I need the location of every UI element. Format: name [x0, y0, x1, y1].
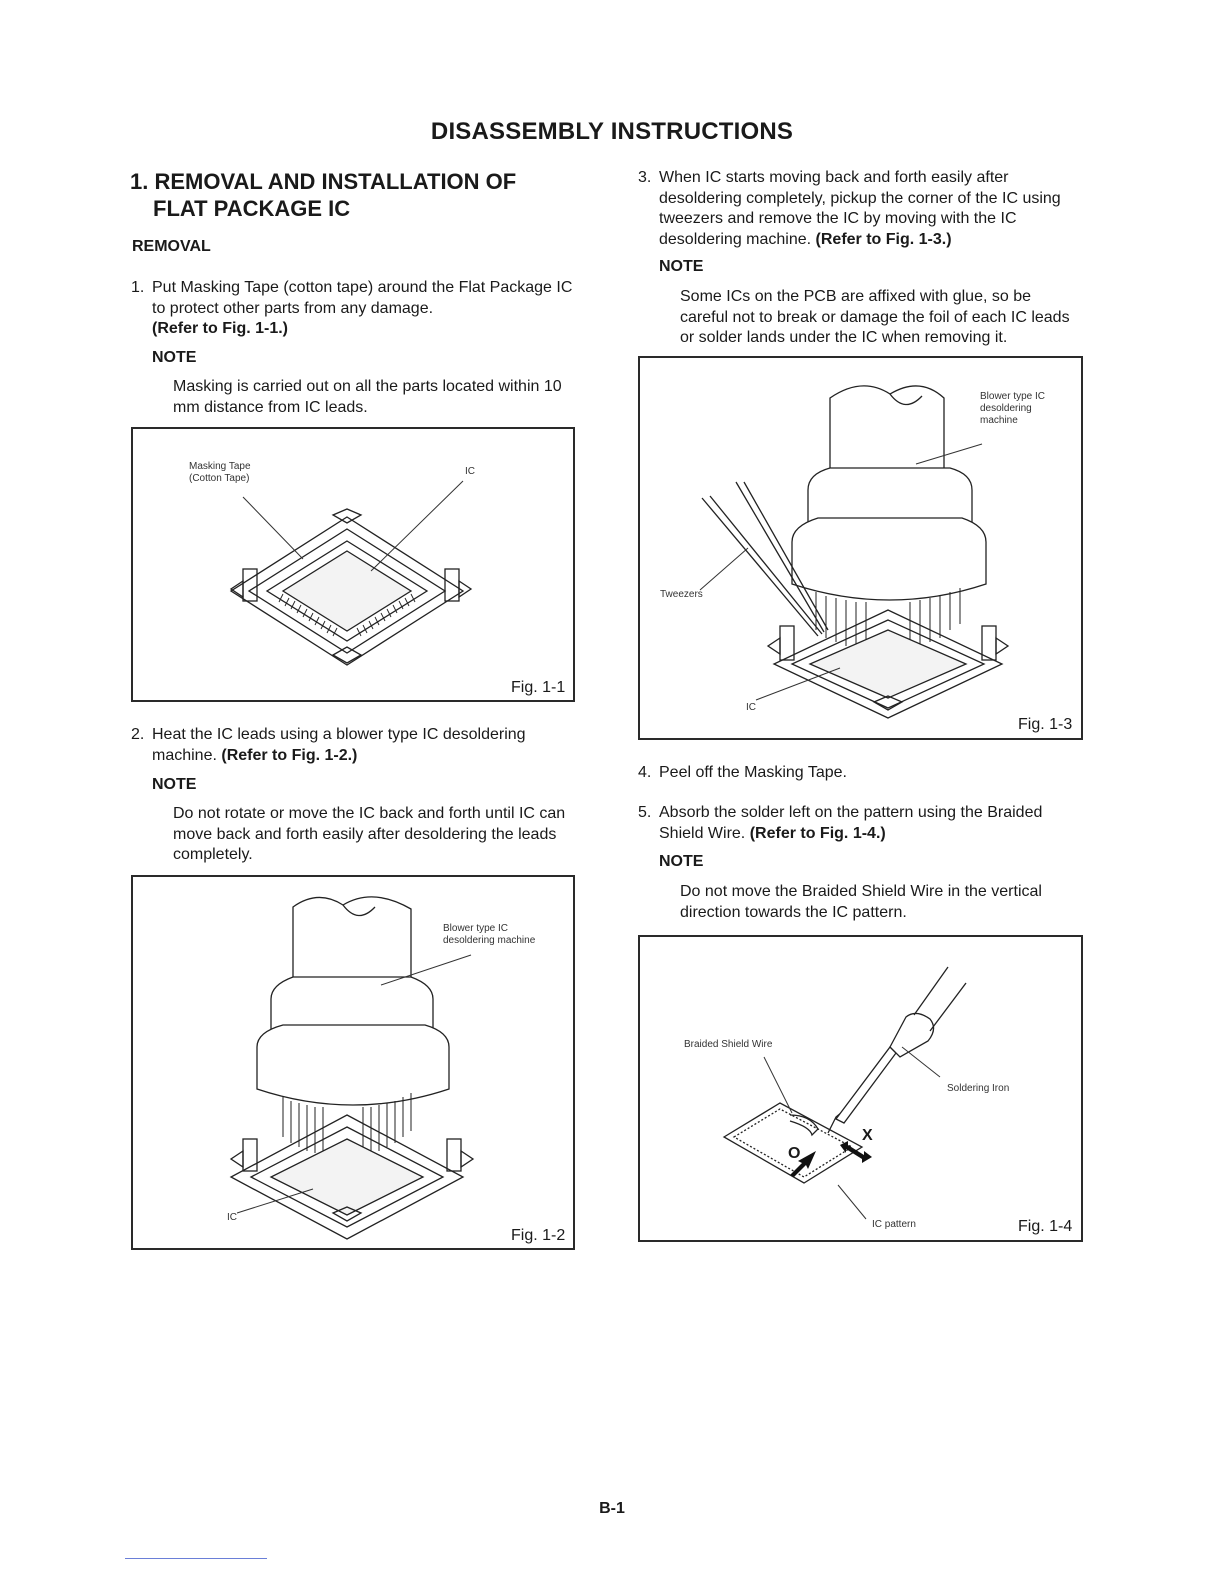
page-number: B-1 — [599, 1500, 625, 1517]
figure-label: Fig. 1-1 — [511, 679, 566, 696]
blower-desoldering-illustration — [229, 896, 475, 1240]
step-3: 3. When IC starts moving back and forth … — [638, 168, 1088, 250]
figure-label: Fig. 1-3 — [1018, 716, 1073, 733]
section-heading-line1: 1. REMOVAL AND INSTALLATION OF — [130, 169, 517, 194]
removal-subheading: REMOVAL — [132, 238, 211, 255]
ok-mark: O — [788, 1145, 801, 1162]
note-label: NOTE — [659, 258, 704, 275]
callout-blower: Blower type IC desoldering machine — [443, 923, 536, 946]
step-text: Put Masking Tape (cotton tape) around th… — [152, 279, 573, 317]
step-number: 4. — [638, 764, 652, 781]
step-number: 5. — [638, 804, 652, 821]
figure-label: Fig. 1-2 — [511, 1227, 566, 1244]
callout-masking-tape: Masking Tape (Cotton Tape) — [189, 461, 251, 484]
step-2: 2. Heat the IC leads using a blower type… — [131, 725, 571, 766]
callout-ic-pattern: IC pattern — [872, 1219, 916, 1230]
figure-1-4: Braided Shield Wire Soldering Iron IC pa… — [638, 935, 1083, 1242]
note-text: Masking is carried out on all the parts … — [173, 378, 562, 416]
note-text: Some ICs on the PCB are affixed with glu… — [680, 288, 1070, 346]
callout-blower: Blower type IC desoldering machine — [980, 391, 1046, 426]
section-heading: 1. REMOVAL AND INSTALLATION OF FLAT PACK… — [130, 168, 516, 222]
step-5: 5. Absorb the solder left on the pattern… — [638, 803, 1088, 844]
note-label: NOTE — [152, 776, 197, 793]
masking-tape-illustration — [229, 480, 473, 666]
braided-wire-illustration — [722, 966, 967, 1220]
callout-braided-wire: Braided Shield Wire — [684, 1039, 773, 1050]
callout-soldering-iron: Soldering Iron — [947, 1083, 1010, 1094]
callout-ic: IC — [746, 702, 756, 713]
callout-tweezers: Tweezers — [660, 589, 703, 600]
callout-ic: IC — [465, 466, 475, 477]
note-label: NOTE — [659, 853, 704, 870]
note-text: Do not rotate or move the IC back and fo… — [173, 805, 566, 863]
note-text: Do not move the Braided Shield Wire in t… — [680, 883, 1042, 921]
step-1: 1. Put Masking Tape (cotton tape) around… — [131, 278, 581, 340]
step-text: When IC starts moving back and forth eas… — [659, 169, 1061, 248]
footer-rule — [125, 1558, 267, 1559]
figure-label: Fig. 1-4 — [1018, 1218, 1073, 1235]
step-text: Heat the IC leads using a blower type IC… — [152, 726, 526, 764]
figure-1-2: Blower type IC desoldering machine IC Fi… — [131, 875, 575, 1250]
figure-reference: (Refer to Fig. 1-4.) — [749, 824, 886, 842]
tweezers-removal-illustration — [699, 385, 1010, 719]
figure-reference: (Refer to Fig. 1-1.) — [152, 320, 289, 337]
step-4: 4. Peel off the Masking Tape. — [638, 763, 1088, 784]
step-text: Absorb the solder left on the pattern us… — [659, 804, 1043, 842]
figure-reference: (Refer to Fig. 1-2.) — [221, 746, 358, 764]
ng-mark: X — [862, 1127, 873, 1144]
step-number: 3. — [638, 169, 652, 186]
step-text: Peel off the Masking Tape. — [659, 764, 847, 781]
note-label: NOTE — [152, 349, 197, 366]
page-title: DISASSEMBLY INSTRUCTIONS — [430, 118, 794, 145]
step-number: 2. — [131, 726, 145, 743]
figure-reference: (Refer to Fig. 1-3.) — [815, 230, 952, 248]
figure-1-3: Blower type IC desoldering machine Tweez… — [638, 356, 1083, 740]
callout-ic: IC — [227, 1212, 237, 1223]
section-heading-line2: FLAT PACKAGE IC — [153, 196, 351, 221]
step-number: 1. — [131, 279, 145, 296]
figure-1-1: Masking Tape (Cotton Tape) IC Fig. 1-1 — [131, 427, 575, 702]
